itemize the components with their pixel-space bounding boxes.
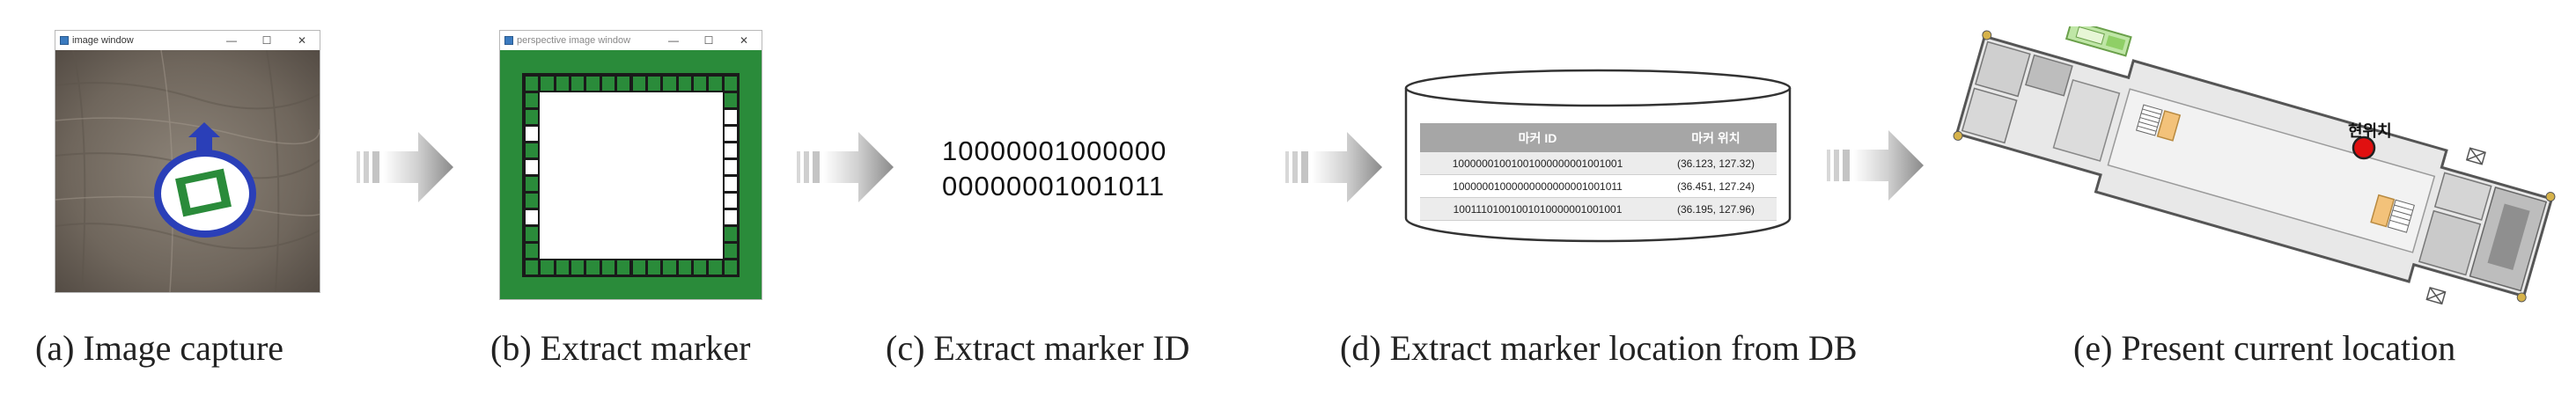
marker-cell	[722, 242, 739, 260]
marker-cell	[722, 158, 739, 176]
marker-cell	[524, 75, 541, 92]
flow-arrow-4	[1827, 130, 1924, 201]
marker-cell	[722, 225, 739, 243]
marker-cell	[524, 158, 541, 176]
marker-cell	[524, 242, 541, 260]
marker-cell	[722, 175, 739, 193]
marker-cell	[722, 209, 739, 226]
marker-cell	[722, 92, 739, 109]
header-marker-id: 마커 ID	[1420, 123, 1655, 152]
flow-arrow-2	[797, 132, 894, 202]
marker-id-line-1: 10000001000000	[942, 135, 1167, 166]
table-row: 10000001000000000000001001011 (36.451, 1…	[1420, 174, 1777, 198]
caption-c: (c) Extract marker ID	[886, 328, 1190, 368]
marker-cell	[722, 192, 739, 209]
perspective-window-titlebar: perspective image window — ☐ ✕	[500, 31, 762, 50]
table-row: 10000001001001000000001001001 (36.123, 1…	[1420, 152, 1777, 175]
perspective-window-title: perspective image window	[517, 35, 631, 46]
maximize-button[interactable]: ☐	[703, 34, 714, 47]
marker-cell	[524, 142, 541, 159]
minimize-button[interactable]: —	[668, 34, 679, 47]
close-button[interactable]: ✕	[297, 34, 307, 47]
table-cell-id: 10000001001001000000001001001	[1420, 152, 1655, 175]
floor-marker-sticker	[154, 122, 256, 238]
direction-arrow-icon	[188, 122, 220, 155]
flow-arrow-3	[1285, 132, 1382, 202]
window-app-icon	[504, 36, 513, 45]
marker-cell	[645, 75, 663, 92]
marker-cell	[524, 125, 541, 143]
minimize-button[interactable]: —	[226, 34, 237, 47]
marker-cell	[676, 75, 693, 92]
marker-cell	[661, 75, 678, 92]
caption-d: (d) Extract marker location from DB	[1340, 328, 1858, 368]
close-button[interactable]: ✕	[739, 34, 749, 47]
table-cell-location: (36.123, 127.32)	[1655, 152, 1777, 175]
marker-cell	[645, 259, 663, 276]
marker-cell	[524, 225, 541, 243]
marker-cell	[661, 259, 678, 276]
marker-cell	[615, 75, 632, 92]
marker-cell	[722, 75, 739, 92]
caption-a: (a) Image capture	[35, 328, 284, 368]
marker-cell	[722, 108, 739, 126]
marker-cell	[600, 75, 617, 92]
table-cell-id: 10000001000000000000001001011	[1420, 174, 1655, 198]
marker-cell	[539, 75, 556, 92]
marker-cell	[570, 75, 586, 92]
current-location-dot	[2352, 135, 2376, 160]
window-app-icon	[60, 36, 69, 45]
marker-cell	[585, 75, 601, 92]
marker-cell	[554, 75, 571, 92]
table-cell-id: 10011101001001010000001001001	[1420, 197, 1655, 221]
marker-cell	[539, 259, 556, 276]
camera-frame	[55, 50, 320, 292]
marker-cell	[691, 259, 709, 276]
table-row: 10011101001001010000001001001 (36.195, 1…	[1420, 197, 1777, 221]
marker-cell	[615, 259, 632, 276]
current-location-label: 현위치	[2348, 122, 2392, 141]
marker-cell	[630, 75, 647, 92]
marker-cell	[570, 259, 586, 276]
marker-cell	[707, 259, 724, 276]
marker-grid	[522, 73, 740, 277]
marker-cell	[722, 142, 739, 159]
marker-cell	[600, 259, 617, 276]
image-window-title: image window	[72, 35, 134, 46]
caption-b: (b) Extract marker	[490, 328, 751, 368]
marker-id-line-2: 00000001001011	[942, 171, 1166, 201]
marker-cell	[524, 92, 541, 109]
caption-e: (e) Present current location	[2073, 328, 2456, 368]
header-marker-location: 마커 위치	[1655, 123, 1777, 152]
marker-cell	[722, 125, 739, 143]
perspective-window: perspective image window — ☐ ✕	[499, 30, 762, 300]
flow-arrow-1	[357, 132, 453, 202]
marker-cell	[691, 75, 709, 92]
image-window: image window — ☐ ✕	[55, 30, 320, 293]
marker-cell	[707, 75, 724, 92]
marker-cell	[524, 108, 541, 126]
marker-frame	[500, 50, 762, 299]
table-header-row: 마커 ID 마커 위치	[1420, 123, 1777, 152]
table-cell-location: (36.451, 127.24)	[1655, 174, 1777, 198]
marker-cell	[630, 259, 647, 276]
marker-cell	[524, 192, 541, 209]
marker-cell	[554, 259, 571, 276]
marker-cell	[524, 259, 541, 276]
maximize-button[interactable]: ☐	[261, 34, 272, 47]
marker-cell	[524, 209, 541, 226]
marker-cell	[524, 175, 541, 193]
marker-cell	[585, 259, 601, 276]
table-cell-location: (36.195, 127.96)	[1655, 197, 1777, 221]
marker-location-table: 마커 ID 마커 위치 1000000100100100000000100100…	[1420, 123, 1777, 221]
image-window-titlebar: image window — ☐ ✕	[55, 31, 320, 50]
marker-cell	[676, 259, 693, 276]
marker-cell	[722, 259, 739, 276]
floor-plan-map: 현위치	[1953, 26, 2556, 305]
